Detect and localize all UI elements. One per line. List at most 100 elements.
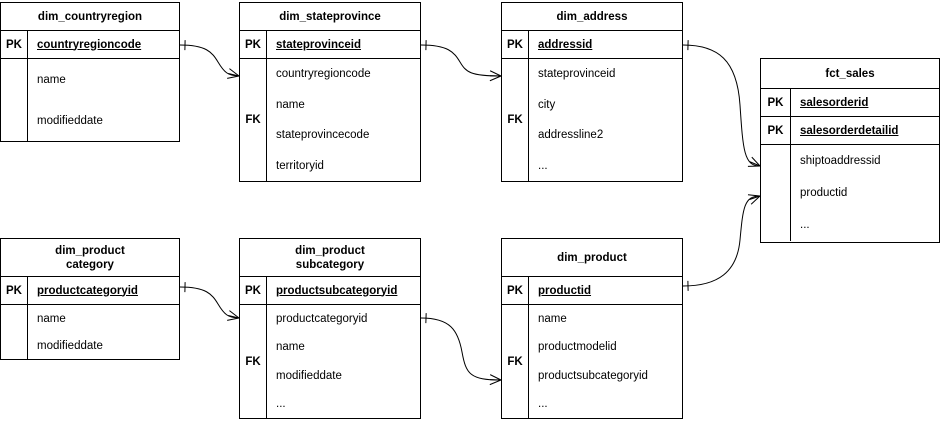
attribute-name: productsubcategoryid: [538, 369, 648, 382]
entity-title: dim_product category: [1, 239, 179, 277]
attribute-name: ...: [800, 219, 810, 231]
attribute-body-block: FK countryregioncode name stateprovincecode…: [240, 59, 420, 181]
attribute-body-block: name modifieddate: [1, 305, 179, 359]
key-label-pk: PK: [1, 31, 28, 58]
relationship-line: [179, 44, 240, 77]
attribute-name: productmodelid: [538, 341, 617, 354]
relationship-productcategory-to-subcategory[interactable]: [179, 282, 240, 321]
attribute-name: salesorderdetailid: [800, 124, 899, 137]
attribute-name: productid: [800, 187, 848, 199]
relationship-subcategory-to-product[interactable]: [420, 313, 502, 386]
attribute-name: stateprovinceid: [276, 38, 361, 51]
attribute-name: addressid: [538, 38, 593, 51]
key-label-fk: [1, 59, 28, 141]
attribute-list: productcategoryid name modifieddate...: [267, 305, 420, 418]
attribute-name: productcategoryid: [37, 284, 138, 297]
attribute-row-pk[interactable]: PK productid: [502, 277, 682, 305]
attribute-name: productid: [538, 284, 592, 297]
entity-title: dim_product: [502, 239, 682, 277]
relationship-line: [179, 286, 240, 319]
entity-title: fct_sales: [761, 59, 939, 89]
relationship-line: [682, 44, 761, 167]
cardinality-many-prong: [489, 374, 502, 381]
relationship-line: [420, 317, 502, 381]
attribute-name: modifieddate: [37, 114, 103, 127]
attribute-name: name: [276, 341, 305, 354]
attribute-list: name modifieddate: [28, 305, 179, 359]
key-label-fk: FK: [240, 305, 267, 418]
cardinality-many-prong: [747, 194, 761, 197]
attribute-name: name: [538, 313, 567, 326]
attribute-name: ...: [538, 159, 548, 172]
entity-title: dim_stateprovince: [240, 3, 420, 31]
cardinality-many-prong: [489, 70, 502, 77]
key-label-fk: [761, 145, 791, 241]
attribute-name: ...: [538, 397, 548, 410]
attribute-name: stateprovincecode: [276, 129, 370, 142]
attribute-row-pk[interactable]: PK stateprovinceid: [240, 31, 420, 59]
attribute-body-block: shiptoaddressid productid...: [761, 145, 939, 241]
attribute-name: modifieddate: [37, 339, 103, 352]
cardinality-many-prong: [228, 73, 240, 77]
relationship-line: [682, 195, 761, 287]
key-label-pk: PK: [240, 31, 267, 58]
key-label-fk: [1, 305, 28, 359]
relationship-stateprovince-to-address[interactable]: [420, 40, 502, 82]
attribute-name: countryregioncode: [276, 68, 371, 81]
attribute-name: shiptoaddressid: [800, 155, 881, 167]
cardinality-many-prong: [489, 379, 502, 386]
key-label-pk: PK: [761, 89, 791, 116]
relationship-line: [420, 44, 502, 77]
attribute-name: name: [37, 312, 66, 325]
attribute-row-pk[interactable]: PK salesorderdetailid: [761, 117, 939, 145]
cardinality-many-prong: [489, 75, 502, 82]
attribute-name: addressline2: [538, 129, 604, 142]
attribute-name: stateprovinceid: [538, 68, 616, 81]
relationship-address-to-fctsales[interactable]: [682, 40, 761, 167]
attribute-row-pk[interactable]: PK countryregioncode: [1, 31, 179, 59]
relationship-product-to-fctsales[interactable]: [682, 194, 761, 291]
key-label-fk: FK: [240, 59, 267, 181]
key-label-pk: PK: [761, 117, 791, 144]
key-label-pk: PK: [502, 277, 529, 304]
attribute-list: name productmodelid productsubcategoryid..…: [529, 305, 682, 418]
attribute-row-pk[interactable]: PK productcategoryid: [1, 277, 179, 305]
cardinality-many-prong: [750, 195, 761, 205]
cardinality-many-prong: [751, 156, 761, 167]
cardinality-many-prong: [229, 68, 240, 77]
attribute-list: shiptoaddressid productid...: [791, 145, 939, 241]
cardinality-many-prong: [227, 317, 240, 321]
attribute-body-block: FK name productmodelid productsubcategoryid…: [502, 305, 682, 418]
key-label-pk: PK: [1, 277, 28, 304]
relationship-countryregion-to-stateprovince[interactable]: [179, 40, 240, 79]
entity-title: dim_countryregion: [1, 3, 179, 31]
attribute-name: productcategoryid: [276, 313, 368, 326]
attribute-body-block: FK productcategoryid name modifieddate...: [240, 305, 420, 418]
attribute-name: modifieddate: [276, 369, 342, 382]
entity-title: dim_product subcategory: [240, 239, 420, 277]
entity-title: dim_address: [502, 3, 682, 31]
attribute-name: name: [276, 98, 305, 111]
attribute-name: countryregioncode: [37, 38, 142, 51]
cardinality-many-prong: [749, 195, 761, 200]
attribute-name: ...: [276, 397, 286, 410]
cardinality-many-prong: [749, 161, 761, 167]
key-label-fk: FK: [502, 305, 529, 418]
key-label-fk: FK: [502, 59, 529, 181]
